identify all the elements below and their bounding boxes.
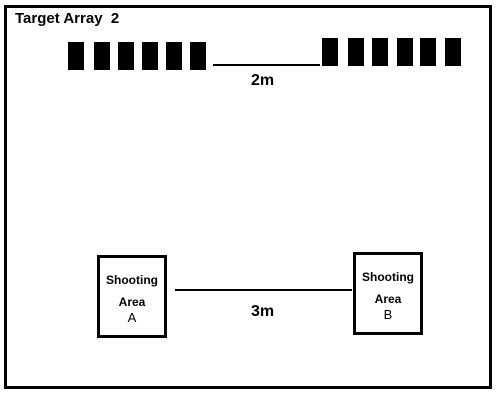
target-marker	[397, 38, 413, 66]
target-distance-line	[213, 64, 320, 66]
shooting-area-b-letter: B	[383, 307, 393, 322]
shooting-area-a-letter: A	[127, 310, 137, 325]
shooting-area-a: Shooting Area A	[97, 255, 167, 338]
area-distance-line	[175, 289, 352, 291]
target-marker	[190, 42, 206, 70]
target-marker	[142, 42, 158, 70]
shooting-area-b: Shooting Area B	[353, 252, 423, 335]
target-marker	[118, 42, 134, 70]
target-marker	[348, 38, 364, 66]
shooting-area-a-line1: Shooting	[106, 273, 158, 287]
diagram-frame	[4, 5, 492, 389]
target-marker	[94, 42, 110, 70]
shooting-area-b-line2: Area	[374, 292, 402, 306]
diagram-title: Target Array 2	[15, 10, 120, 27]
target-marker	[372, 38, 388, 66]
target-distance-label: 2m	[251, 72, 275, 89]
target-marker	[166, 42, 182, 70]
target-marker	[68, 42, 84, 70]
target-marker	[322, 38, 338, 66]
target-marker	[420, 38, 436, 66]
target-marker	[445, 38, 461, 66]
shooting-area-a-line2: Area	[118, 295, 146, 309]
area-distance-label: 3m	[251, 303, 275, 320]
shooting-area-b-line1: Shooting	[362, 270, 414, 284]
